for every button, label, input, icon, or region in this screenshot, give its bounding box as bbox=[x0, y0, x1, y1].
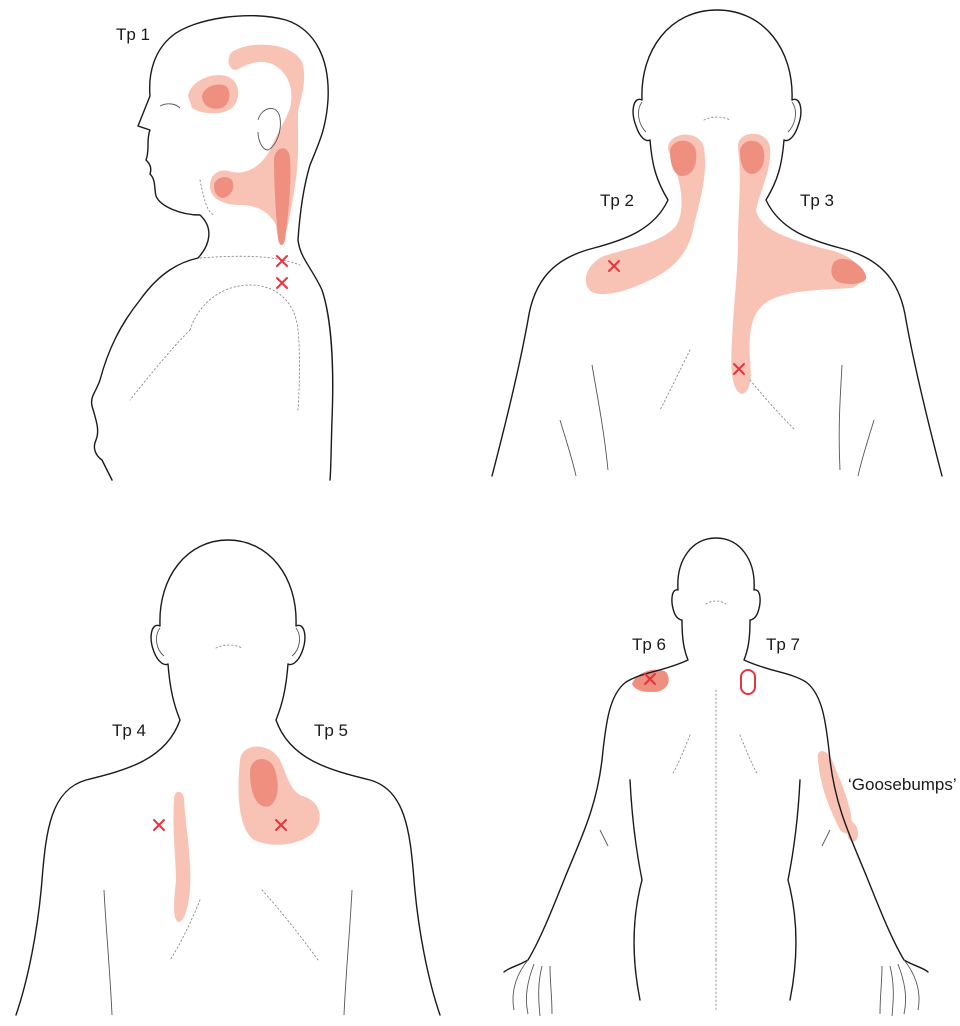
tp4-referred-zone bbox=[173, 792, 190, 922]
tp2-tp3-arm-left bbox=[560, 420, 576, 476]
tp1-shoulder-contour bbox=[190, 256, 300, 410]
tp1-neck-core bbox=[274, 148, 291, 245]
label-tp7: Tp 7 bbox=[766, 635, 800, 654]
tp6-tp7-elbow-left bbox=[600, 830, 608, 846]
tp4-trigger-point bbox=[154, 820, 164, 830]
tp6-tp7-elbow-right bbox=[822, 830, 830, 846]
tp4-tp5-armpit-left bbox=[104, 890, 112, 1015]
tp1-trigger-point-upper bbox=[277, 256, 287, 266]
tp4-tp5-hairline bbox=[216, 645, 242, 648]
panel-tp6-tp7-full-back-view: Tp 6 Tp 7 ‘Goosebumps’ bbox=[504, 538, 957, 1016]
tp2-tp3-hairline bbox=[704, 117, 730, 120]
tp6-tp7-hand-right bbox=[880, 960, 919, 1016]
panel-tp2-tp3-back-view: Tp 2 Tp 3 bbox=[492, 10, 942, 476]
tp4-tp5-armpit-right bbox=[344, 890, 352, 1015]
label-tp4: Tp 4 bbox=[112, 721, 146, 740]
tp1-referred-zone-light bbox=[210, 45, 304, 240]
tp2-tp3-arm-right bbox=[858, 420, 874, 476]
tp1-chest-contour bbox=[130, 330, 190, 400]
tp4-tp5-ear-right bbox=[292, 628, 299, 656]
tp2-tp3-ear-right bbox=[788, 102, 795, 132]
tp2-tp3-scapula-right bbox=[750, 380, 795, 430]
tp2-tp3-ear-left bbox=[639, 102, 646, 132]
label-tp6: Tp 6 bbox=[632, 635, 666, 654]
tp6-tp7-hand-left bbox=[513, 960, 552, 1016]
tp7-trigger-point-oval bbox=[741, 670, 755, 694]
tp6-tp7-torso bbox=[630, 780, 800, 1000]
tp2-tp3-scapula-left bbox=[660, 350, 690, 410]
tp2-tp3-body-outline bbox=[492, 10, 942, 476]
label-tp5: Tp 5 bbox=[314, 721, 348, 740]
tp5-referred-zone bbox=[239, 747, 320, 845]
label-tp3: Tp 3 bbox=[800, 191, 834, 210]
tp6-tp7-scapula-left bbox=[672, 735, 690, 775]
panel-tp4-tp5-back-view: Tp 4 Tp 5 bbox=[16, 540, 440, 1015]
tp2-tp3-armpit-right bbox=[839, 365, 842, 470]
goosebumps-zone bbox=[818, 751, 852, 833]
label-tp2: Tp 2 bbox=[600, 191, 634, 210]
tp2-tp3-armpit-left bbox=[592, 365, 608, 470]
tp1-eye bbox=[160, 104, 180, 108]
panel-tp1-side-view: Tp 1 bbox=[92, 16, 333, 480]
label-goosebumps: ‘Goosebumps’ bbox=[848, 775, 957, 794]
label-tp1: Tp 1 bbox=[116, 25, 150, 44]
tp4-tp5-body-outline bbox=[16, 540, 440, 1015]
tp6-tp7-scapula-right bbox=[740, 735, 758, 775]
tp4-tp5-scapula-right bbox=[262, 890, 318, 960]
tp3-shoulder-core bbox=[831, 259, 866, 284]
tp4-tp5-ear-left bbox=[157, 628, 164, 656]
tp6-tp7-hairline bbox=[706, 601, 726, 604]
tp1-trigger-point-lower bbox=[277, 278, 287, 288]
